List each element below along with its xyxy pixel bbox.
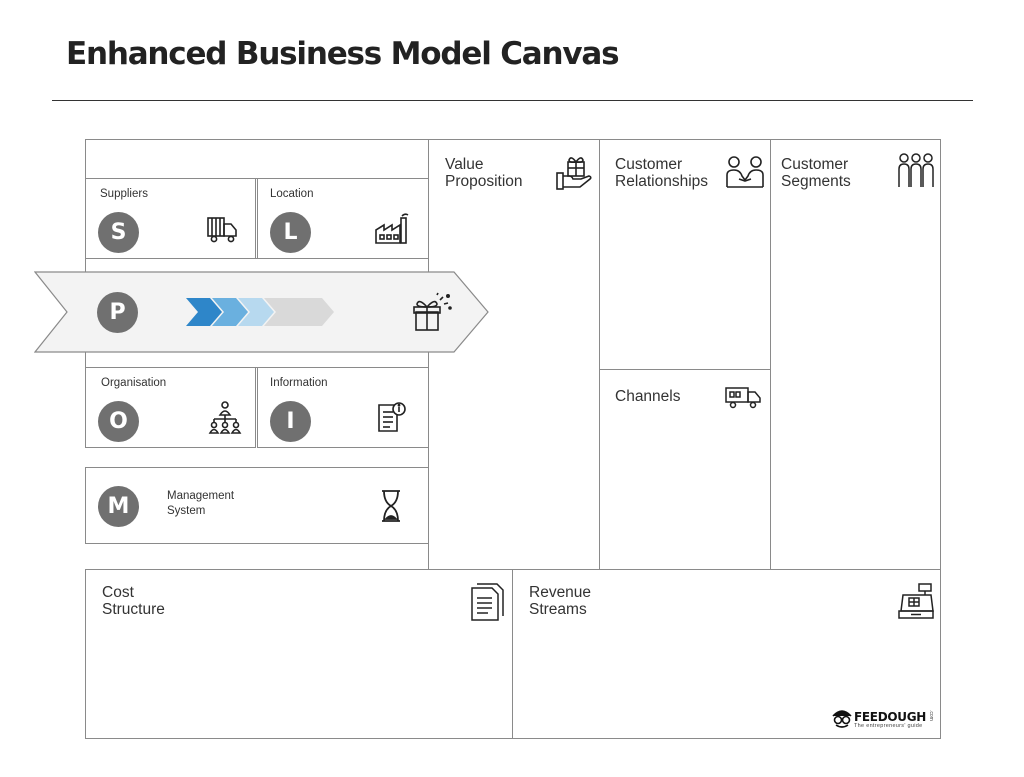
organisation-label: Organisation <box>101 377 167 389</box>
block-location: Location L <box>257 178 429 259</box>
brand-name: FEEDOUGH <box>854 710 926 724</box>
cash-register-icon <box>897 582 935 620</box>
revenue-streams-label-line1: Revenue <box>529 584 592 601</box>
block-management-system: M Management System <box>85 467 429 544</box>
location-letter-badge: L <box>270 212 311 253</box>
organisation-letter-badge: O <box>98 401 139 442</box>
block-customer-segments: Customer Segments <box>770 139 941 570</box>
customer-segments-label-line2: Segments <box>781 173 851 190</box>
block-cost-structure: Cost Structure <box>85 569 513 739</box>
block-channels: Channels <box>599 369 771 570</box>
channels-label: Channels <box>615 388 681 405</box>
block-customer-relationships: Customer Relationships <box>599 139 771 370</box>
handshake-people-icon <box>725 155 765 189</box>
cost-structure-label-line1: Cost <box>102 584 134 601</box>
process-flow-chevrons <box>186 298 336 326</box>
customer-segments-label-line1: Customer <box>781 156 849 173</box>
location-label: Location <box>270 188 314 200</box>
information-label: Information <box>270 377 328 389</box>
suppliers-letter-badge: S <box>98 212 139 253</box>
documents-icon <box>470 582 506 622</box>
delivery-truck-icon <box>724 386 762 410</box>
title-divider <box>52 100 973 101</box>
gift-box-icon <box>410 292 454 332</box>
customer-relationships-label-line1: Customer <box>615 156 683 173</box>
management-label-line2: System <box>167 505 206 517</box>
suppliers-label: Suppliers <box>100 188 148 200</box>
truck-icon <box>206 215 240 245</box>
feedough-logo-icon <box>831 708 853 728</box>
revenue-streams-label-line2: Streams <box>529 601 587 618</box>
value-proposition-label-line1: Value <box>445 156 484 173</box>
block-value-proposition: Value Proposition <box>428 139 600 570</box>
brand-suffix: .com <box>928 710 934 721</box>
management-letter-badge: M <box>98 486 139 527</box>
block-revenue-streams: Revenue Streams <box>512 569 941 739</box>
value-proposition-label-line2: Proposition <box>445 173 523 190</box>
canvas-left-top-strip <box>85 139 429 179</box>
cost-structure-label-line2: Structure <box>102 601 165 618</box>
information-letter-badge: I <box>270 401 311 442</box>
customer-relationships-label-line2: Relationships <box>615 173 709 190</box>
people-group-icon <box>897 153 935 191</box>
document-info-icon <box>376 401 408 435</box>
management-label-line1: Management <box>167 490 235 502</box>
org-chart-icon <box>207 400 243 436</box>
hourglass-icon <box>380 489 402 523</box>
block-suppliers: Suppliers S <box>85 178 256 259</box>
block-information: Information I <box>257 367 429 448</box>
block-organisation: Organisation O <box>85 367 256 448</box>
brand-tagline: The entrepreneurs' guide <box>854 723 923 729</box>
factory-icon <box>374 212 410 246</box>
gift-hand-icon <box>555 153 593 191</box>
page-title: Enhanced Business Model Canvas <box>66 36 620 72</box>
process-letter-badge: P <box>97 292 138 333</box>
